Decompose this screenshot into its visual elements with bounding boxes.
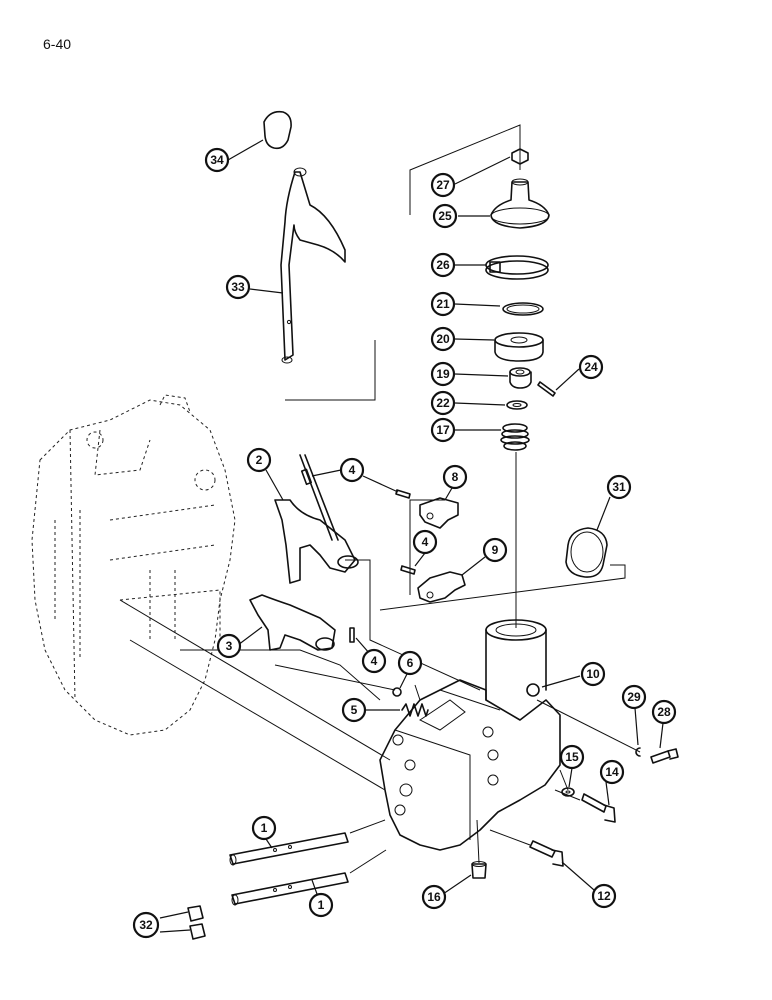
callout-22: 22	[430, 390, 456, 416]
callout-1-upper: 1	[251, 815, 277, 841]
part-20-washer	[494, 332, 544, 362]
svg-text:17: 17	[436, 423, 450, 437]
callout-20: 20	[430, 326, 456, 352]
callout-4-lower: 4	[361, 648, 387, 674]
part-9-shift-lug	[400, 565, 466, 603]
callout-5: 5	[341, 697, 367, 723]
assembly-guide-lines	[119, 499, 641, 874]
callout-leaders	[159, 139, 664, 933]
svg-text:26: 26	[436, 258, 450, 272]
part-5-detent-spring	[401, 703, 429, 717]
callout-29: 29	[621, 684, 647, 710]
svg-text:5: 5	[351, 703, 358, 717]
callout-34: 34	[204, 147, 230, 173]
part-31-seal-ring	[379, 527, 626, 611]
callout-3: 3	[216, 633, 242, 659]
svg-text:29: 29	[627, 690, 641, 704]
svg-text:1: 1	[261, 821, 268, 835]
part-24-pin	[537, 381, 556, 397]
part-28-bolt	[650, 748, 679, 764]
svg-text:33: 33	[231, 280, 245, 294]
part-17-spring	[500, 423, 530, 451]
part-21-snap-ring	[502, 302, 544, 316]
svg-text:10: 10	[586, 667, 600, 681]
svg-text:21: 21	[436, 297, 450, 311]
svg-text:1: 1	[318, 898, 325, 912]
callout-19: 19	[430, 361, 456, 387]
part-32-plugs	[187, 905, 206, 940]
callout-17: 17	[430, 417, 456, 443]
svg-text:19: 19	[436, 367, 450, 381]
svg-text:9: 9	[492, 543, 499, 557]
svg-text:4: 4	[371, 654, 378, 668]
callout-8: 8	[442, 464, 468, 490]
callout-16: 16	[421, 884, 447, 910]
part-3-shift-fork	[249, 594, 355, 651]
part-1-shift-rail-lower	[231, 872, 349, 906]
svg-text:2: 2	[256, 453, 263, 467]
part-8-shift-lug	[395, 489, 459, 529]
svg-text:14: 14	[605, 765, 619, 779]
callout-25: 25	[432, 203, 458, 229]
svg-text:31: 31	[612, 480, 626, 494]
part-6-detent-ball	[392, 687, 402, 697]
callout-31: 31	[606, 474, 632, 500]
svg-text:6: 6	[407, 656, 414, 670]
callout-14: 14	[599, 759, 625, 785]
part-26-clamp	[485, 255, 549, 280]
part-29-washer	[635, 747, 641, 757]
svg-text:12: 12	[597, 889, 611, 903]
callout-33: 33	[225, 274, 251, 300]
svg-text:25: 25	[438, 209, 452, 223]
part-22-washer	[506, 400, 528, 410]
svg-text:3: 3	[226, 639, 233, 653]
callout-26: 26	[430, 252, 456, 278]
svg-text:32: 32	[139, 918, 153, 932]
svg-text:20: 20	[436, 332, 450, 346]
gear-lever	[280, 171, 376, 401]
part-1-shift-rail-upper	[229, 832, 349, 866]
callout-32: 32	[132, 911, 160, 939]
svg-text:34: 34	[210, 153, 224, 167]
svg-text:16: 16	[427, 890, 441, 904]
callout-1-lower: 1	[308, 892, 334, 918]
part-27-nut	[511, 148, 529, 165]
part-15-washer	[561, 787, 575, 797]
page-number: 6-40	[43, 36, 72, 52]
part-16-plug	[471, 861, 487, 879]
callout-28: 28	[651, 699, 677, 725]
callout-6: 6	[397, 650, 423, 676]
transmission-housing	[31, 394, 236, 736]
svg-text:22: 22	[436, 396, 450, 410]
callout-12: 12	[591, 883, 617, 909]
callout-24: 24	[578, 354, 604, 380]
part-2-shift-fork	[274, 454, 359, 584]
part-19-bushing	[509, 367, 532, 389]
shift-housing	[379, 619, 561, 851]
svg-text:4: 4	[422, 535, 429, 549]
part-12-bolt	[529, 840, 564, 867]
svg-text:27: 27	[436, 178, 450, 192]
callout-4-top: 4	[339, 457, 365, 483]
callout-4-middle: 4	[412, 529, 438, 555]
gear-lever-knob	[263, 110, 307, 177]
svg-text:24: 24	[584, 360, 598, 374]
callout-2: 2	[246, 447, 272, 473]
svg-text:8: 8	[452, 470, 459, 484]
callout-27: 27	[430, 172, 456, 198]
svg-text:28: 28	[657, 705, 671, 719]
callout-9: 9	[482, 537, 508, 563]
callout-21: 21	[430, 291, 456, 317]
part-14-bolt	[581, 793, 616, 823]
svg-text:15: 15	[565, 750, 579, 764]
svg-text:4: 4	[349, 463, 356, 477]
callout-15: 15	[559, 744, 585, 770]
callout-10: 10	[580, 661, 606, 687]
part-25-boot	[490, 178, 550, 229]
